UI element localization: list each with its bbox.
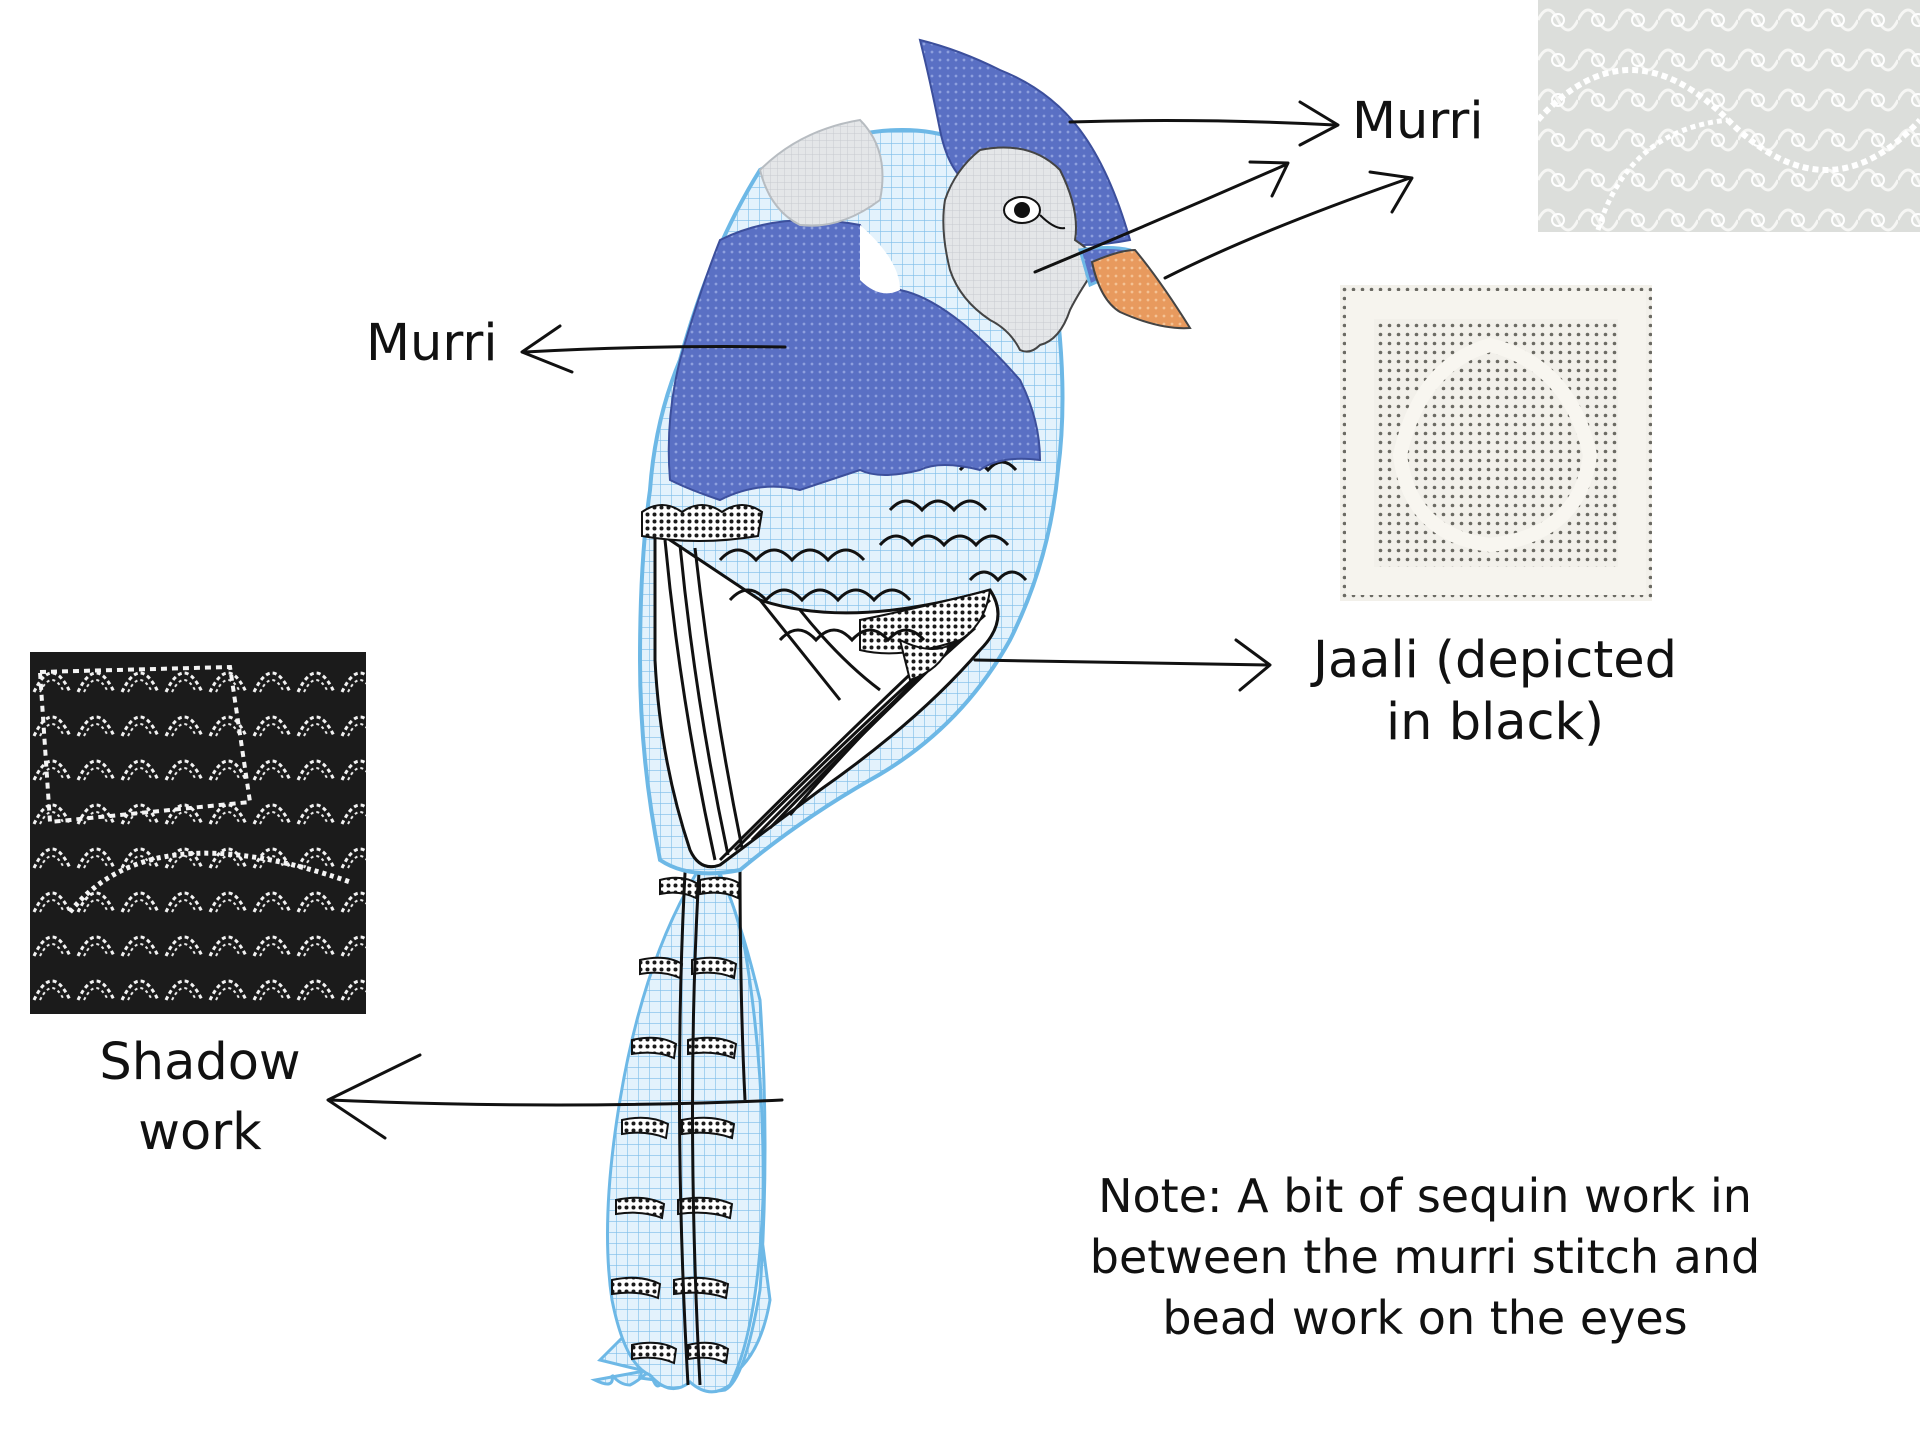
arrow-jaali xyxy=(973,638,1272,692)
face xyxy=(942,146,1102,353)
arrows xyxy=(326,100,1414,1140)
arrow-murri-beak xyxy=(1163,170,1414,280)
beak xyxy=(1090,248,1192,330)
note-text: Note: A bit of sequin work in between th… xyxy=(1089,1169,1761,1346)
arrow-murri-left xyxy=(520,324,787,374)
label-shadow-work: Shadow work xyxy=(99,1033,301,1162)
jaali-texture-swatch xyxy=(1340,285,1652,601)
label-murri-top: Murri xyxy=(1352,92,1484,151)
murri-texture-swatch xyxy=(1538,0,1920,232)
shadow-texture-swatch xyxy=(30,652,366,1014)
label-murri-left: Murri xyxy=(366,314,498,373)
arrow-shadow xyxy=(326,1053,784,1140)
label-jaali: Jaali (depicted in black) xyxy=(1312,631,1678,752)
arrow-murri-eye xyxy=(1033,160,1290,274)
bird-illustration xyxy=(590,38,1192,1394)
tail-stripes xyxy=(611,876,742,1365)
wing-jaali xyxy=(641,460,1028,869)
eye-icon xyxy=(1003,196,1066,230)
arrow-murri-top xyxy=(1068,100,1340,147)
